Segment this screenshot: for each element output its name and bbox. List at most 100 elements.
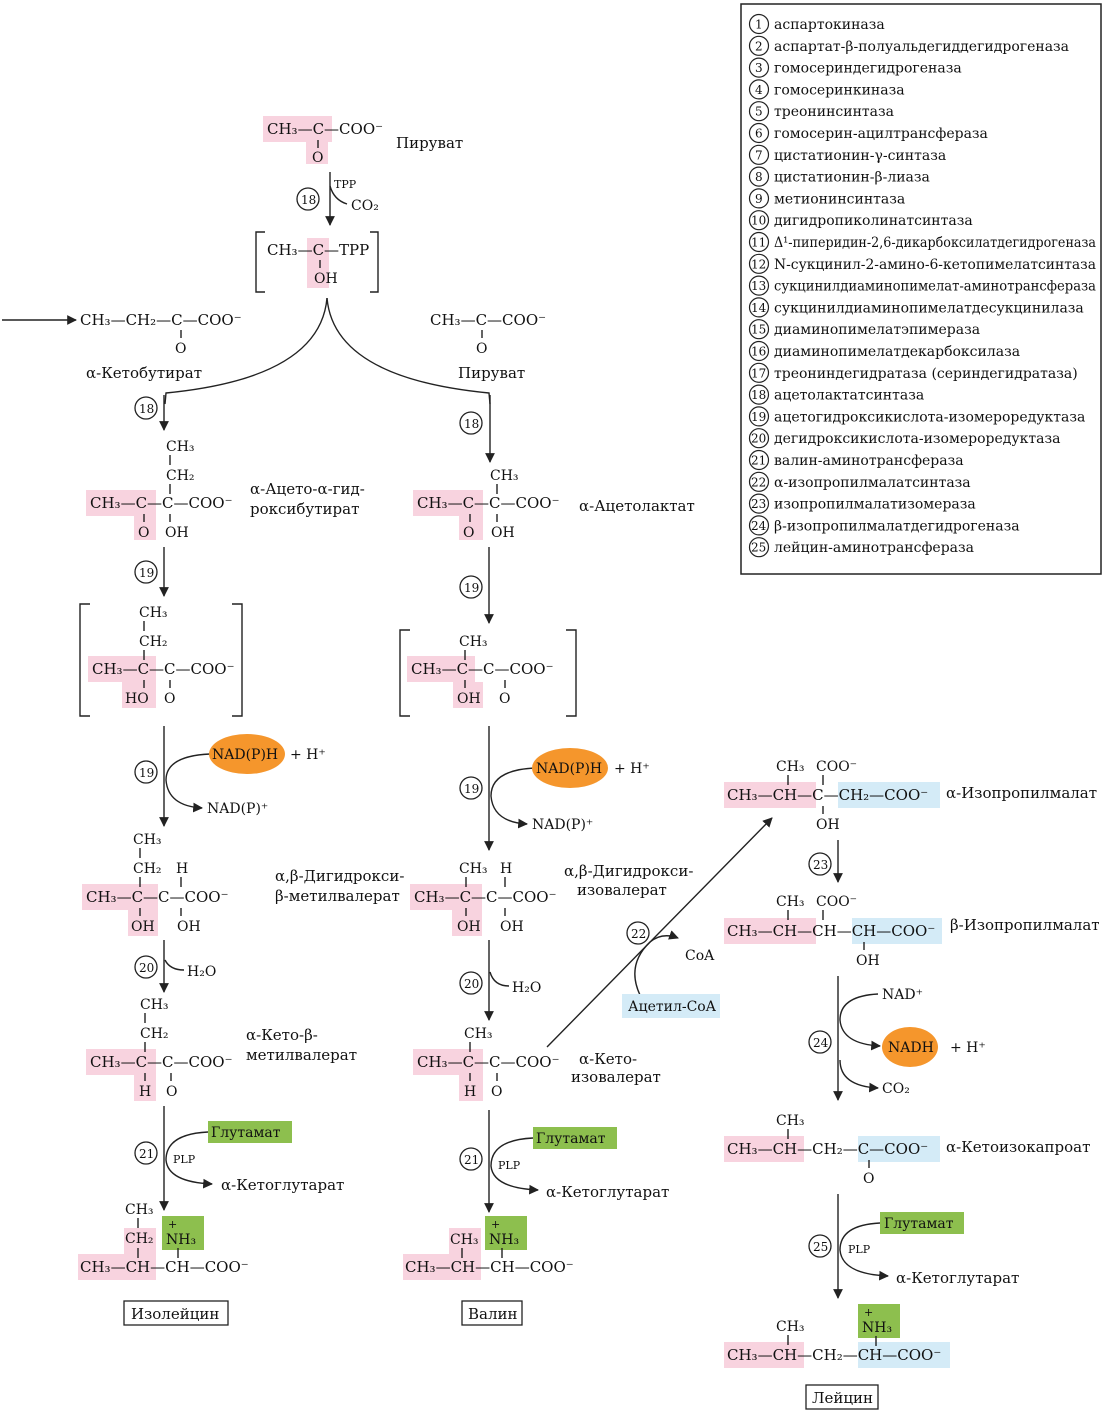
legend-number-circle (748, 231, 770, 253)
legend-number: 1 (755, 18, 763, 32)
svg-text:OH: OH (457, 919, 481, 935)
svg-text:CH₃: CH₃ (464, 1026, 493, 1042)
svg-text:19: 19 (464, 581, 479, 595)
svg-text:22: 22 (631, 927, 646, 941)
legend-enzyme-name: β-изопропилмалатдегидрогеназа (774, 518, 1020, 534)
svg-text:Ацетил-CoA: Ацетил-CoA (628, 999, 717, 1015)
pyruvate-top: CH₃—C—COO⁻ O Пируват (263, 116, 463, 166)
step-21-left: Глутамат PLP α-Кетоглутарат 21 (134, 1106, 344, 1211)
svg-text:α-Кетоглутарат: α-Кетоглутарат (546, 1183, 669, 1201)
legend-number: 15 (751, 323, 766, 337)
legend-number-circle (748, 471, 770, 492)
svg-text:O: O (138, 525, 149, 541)
step-20-left: H₂O 20 (134, 940, 216, 993)
legend-number-circle (748, 537, 770, 558)
svg-text:CH₃—C—C—COO⁻: CH₃—C—C—COO⁻ (417, 1053, 560, 1071)
svg-text:NADH: NADH (888, 1040, 934, 1056)
legend-number-circle (748, 210, 770, 231)
step-21-mid: Глутамат PLP α-Кетоглутарат 21 (459, 1110, 669, 1213)
legend-enzyme-name: гомосеринкиназа (774, 82, 905, 98)
svg-text:CH₃—C—COO⁻: CH₃—C—COO⁻ (430, 311, 546, 329)
leucine-label: Лейцин (812, 1389, 873, 1407)
svg-text:O: O (499, 691, 510, 707)
svg-text:21: 21 (139, 1147, 154, 1161)
svg-text:CH₂: CH₂ (139, 634, 168, 650)
svg-text:Глутамат: Глутамат (536, 1131, 606, 1147)
legend-enzyme-name: сукцинилдиаминопимелатдесукцинилаза (774, 300, 1084, 316)
dihydroxymethylvalerate: CH₃ CH₂ H CH₃—C—C—COO⁻ OH OH α,β-Дигидро… (82, 832, 404, 936)
svg-text:CH₂: CH₂ (140, 1026, 169, 1042)
svg-text:CH₃—C—C—COO⁻: CH₃—C—C—COO⁻ (90, 1053, 233, 1071)
svg-text:20: 20 (464, 977, 479, 991)
legend-number-circle (748, 449, 770, 471)
svg-text:TPP: TPP (334, 178, 357, 191)
svg-text:CH₂: CH₂ (166, 468, 195, 484)
dihydroxyisovalerate: CH₃ H CH₃—C—C—COO⁻ OH OH α,β-Дигидрокси-… (410, 861, 693, 936)
legend-number: 22 (751, 475, 766, 489)
svg-text:CH₃—C—COO⁻: CH₃—C—COO⁻ (267, 120, 383, 138)
svg-text:CoA: CoA (685, 948, 715, 964)
isopropylmalate-a: CH₃ COO⁻ CH₃—CH—C—CH₂—COO⁻ OH α-Изопропи… (724, 759, 1097, 833)
legend-enzyme-name: изопропилмалатизомераза (774, 497, 976, 513)
svg-text:20: 20 (139, 961, 154, 975)
svg-text:CH₃: CH₃ (166, 439, 195, 455)
legend-number-circle (748, 297, 770, 318)
svg-text:+ H⁺: + H⁺ (614, 761, 650, 777)
svg-text:α-Ацето-α-гид-: α-Ацето-α-гид- (250, 480, 365, 498)
legend-number-circle (748, 406, 770, 427)
ketoisocaproate-label: α-Кетоизокапроат (946, 1138, 1090, 1156)
legend-enzyme-name: аспартат-β-полуальдегиддегидрогеназа (774, 39, 1069, 55)
svg-text:CH₃: CH₃ (450, 1232, 479, 1248)
svg-text:H: H (500, 861, 512, 877)
legend-number: 20 (751, 432, 766, 446)
isopropylmalate-b-label: β-Изопропилмалат (950, 916, 1100, 934)
svg-text:O: O (166, 1084, 177, 1100)
legend-number: 19 (751, 410, 766, 424)
legend-number: 6 (755, 127, 763, 141)
legend-enzyme-name: цистатионин-β-лиаза (774, 170, 930, 186)
legend-number-circle (748, 122, 770, 144)
legend-number-circle (748, 144, 770, 165)
legend-number: 14 (751, 301, 767, 315)
svg-text:CO₂: CO₂ (882, 1081, 910, 1097)
ketobutyrate: CH₃—CH₂—C—COO⁻ O α-Кетобутират (2, 311, 242, 382)
ketoisovalerate: CH₃ CH₃—C—C—COO⁻ H O α-Кето- изовалерат (413, 1026, 661, 1101)
legend-number: 2 (755, 39, 763, 53)
legend-enzyme-name: Δ¹-пиперидин-2,6-дикарбоксилатдегидроген… (774, 235, 1096, 251)
svg-text:18: 18 (301, 193, 316, 207)
svg-text:CH₃—C—C—COO⁻: CH₃—C—C—COO⁻ (417, 494, 560, 512)
intermediate-left: CH₃ CH₂ CH₃—C—C—COO⁻ HO O (79, 603, 243, 717)
svg-text:CH₂: CH₂ (125, 1231, 154, 1247)
acetolactate-label: α-Ацетолактат (579, 497, 695, 515)
svg-text:α-Кето-β-: α-Кето-β- (246, 1026, 318, 1044)
isoleucine: CH₃ CH₂ + NH₃ CH₃—CH—CH—COO⁻ Изолейцин (78, 1202, 249, 1326)
svg-text:CH₃: CH₃ (133, 832, 162, 848)
svg-text:O: O (491, 1084, 502, 1100)
legend-number-circle (748, 253, 770, 274)
step-24: NAD⁺ NADH + H⁺ CO₂ 24 (808, 976, 986, 1101)
svg-text:OH: OH (131, 919, 155, 935)
legend-number: 13 (751, 279, 766, 293)
svg-text:H₂O: H₂O (187, 964, 216, 980)
legend-number-circle (748, 362, 770, 383)
svg-text:CH₃—C—C—COO⁻: CH₃—C—C—COO⁻ (414, 888, 557, 906)
svg-text:Пируват: Пируват (458, 364, 525, 382)
svg-text:+ H⁺: + H⁺ (290, 747, 326, 763)
legend-enzyme-name: дегидроксикислота-изомероредуктаза (774, 431, 1060, 447)
svg-text:NH₃: NH₃ (489, 1232, 519, 1248)
legend-number: 11 (751, 236, 766, 250)
